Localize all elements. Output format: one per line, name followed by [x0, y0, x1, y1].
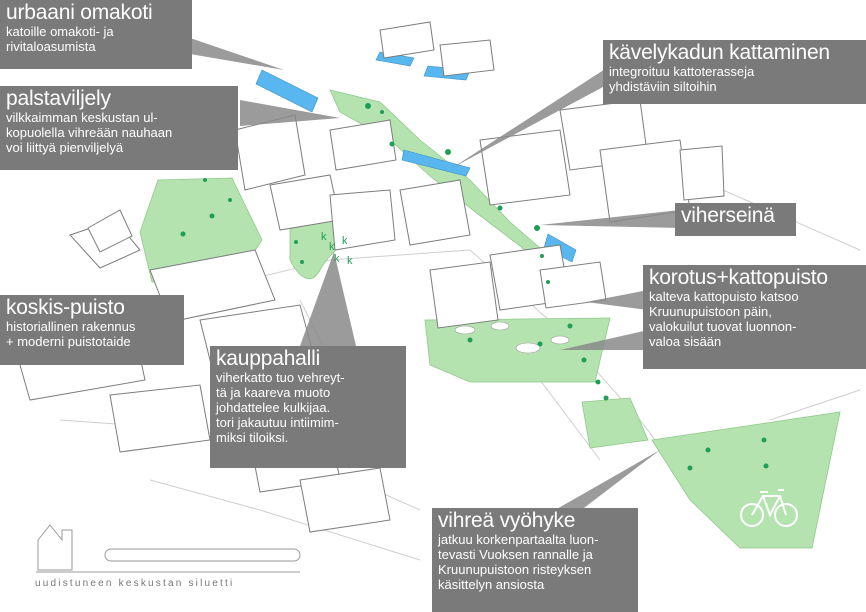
silhouette-caption: uudistuneen keskustan siluetti	[35, 578, 235, 589]
callout-desc: integroituu kattoterasseja yhdistäviin s…	[609, 64, 755, 94]
callout-title: urbaani omakoti	[6, 1, 153, 24]
k-marker: k	[329, 241, 335, 253]
roof-homes-blue	[255, 69, 319, 113]
tree-dots	[180, 103, 769, 471]
callout-desc: kalteva kattopuisto katsoo Kruunupuistoo…	[649, 289, 799, 349]
callout-title: kävelykadun kattaminen	[609, 41, 830, 64]
skylights	[454, 321, 570, 354]
callout-palstaviljely: palstaviljely vilkkaimman keskustan ul- …	[0, 86, 238, 170]
callout-title: koskis-puisto	[6, 296, 125, 319]
callout-viherseina: viherseinä	[675, 203, 796, 236]
callout-desc: katoille omakoti- ja rivitaloasumista	[6, 24, 114, 54]
callout-desc: vilkkaimman keskustan ul- kopuolella vih…	[6, 110, 173, 155]
k-marker: k	[342, 235, 348, 247]
callout-title: palstaviljely	[6, 87, 111, 110]
callout-desc: jatkuu korkenpartaalta luon- tevasti Vuo…	[438, 532, 599, 592]
k-marker: k	[321, 231, 327, 243]
callout-title: kauppahalli	[216, 347, 321, 370]
silhouette-icon	[36, 524, 301, 573]
callout-title: korotus+kattopuisto	[649, 266, 828, 289]
callout-kauppahalli: kauppahalli viherkatto tuo vehreyt- tä j…	[210, 346, 406, 468]
callout-title: viherseinä	[681, 204, 775, 227]
callout-vihrea-vyohyke: vihreä vyöhyke jatkuu korkenpartaalta lu…	[432, 508, 638, 612]
canal-blue	[401, 149, 471, 177]
green-areas	[139, 89, 841, 549]
green-strip-small	[581, 397, 649, 449]
k-marker: k	[334, 253, 340, 265]
callout-title: vihreä vyöhyke	[438, 509, 576, 532]
k-markers: k k k k k	[321, 231, 353, 267]
callout-koskis-puisto: koskis-puisto historiallinen rakennus + …	[0, 295, 184, 365]
callout-desc: historiallinen rakennus + moderni puisto…	[6, 319, 136, 349]
callout-desc: viherkatto tuo vehreyt- tä ja kaareva mu…	[216, 370, 345, 445]
callout-urbaani-omakoti: urbaani omakoti katoille omakoti- ja riv…	[0, 0, 192, 69]
k-marker: k	[347, 255, 353, 267]
bicycle-icon	[740, 489, 798, 527]
green-zone-corner	[651, 411, 841, 549]
callout-korotus-kattopuisto: korotus+kattopuisto kalteva kattopuisto …	[643, 265, 866, 369]
callout-kavelykadun-kattaminen: kävelykadun kattaminen integroituu katto…	[603, 40, 866, 104]
